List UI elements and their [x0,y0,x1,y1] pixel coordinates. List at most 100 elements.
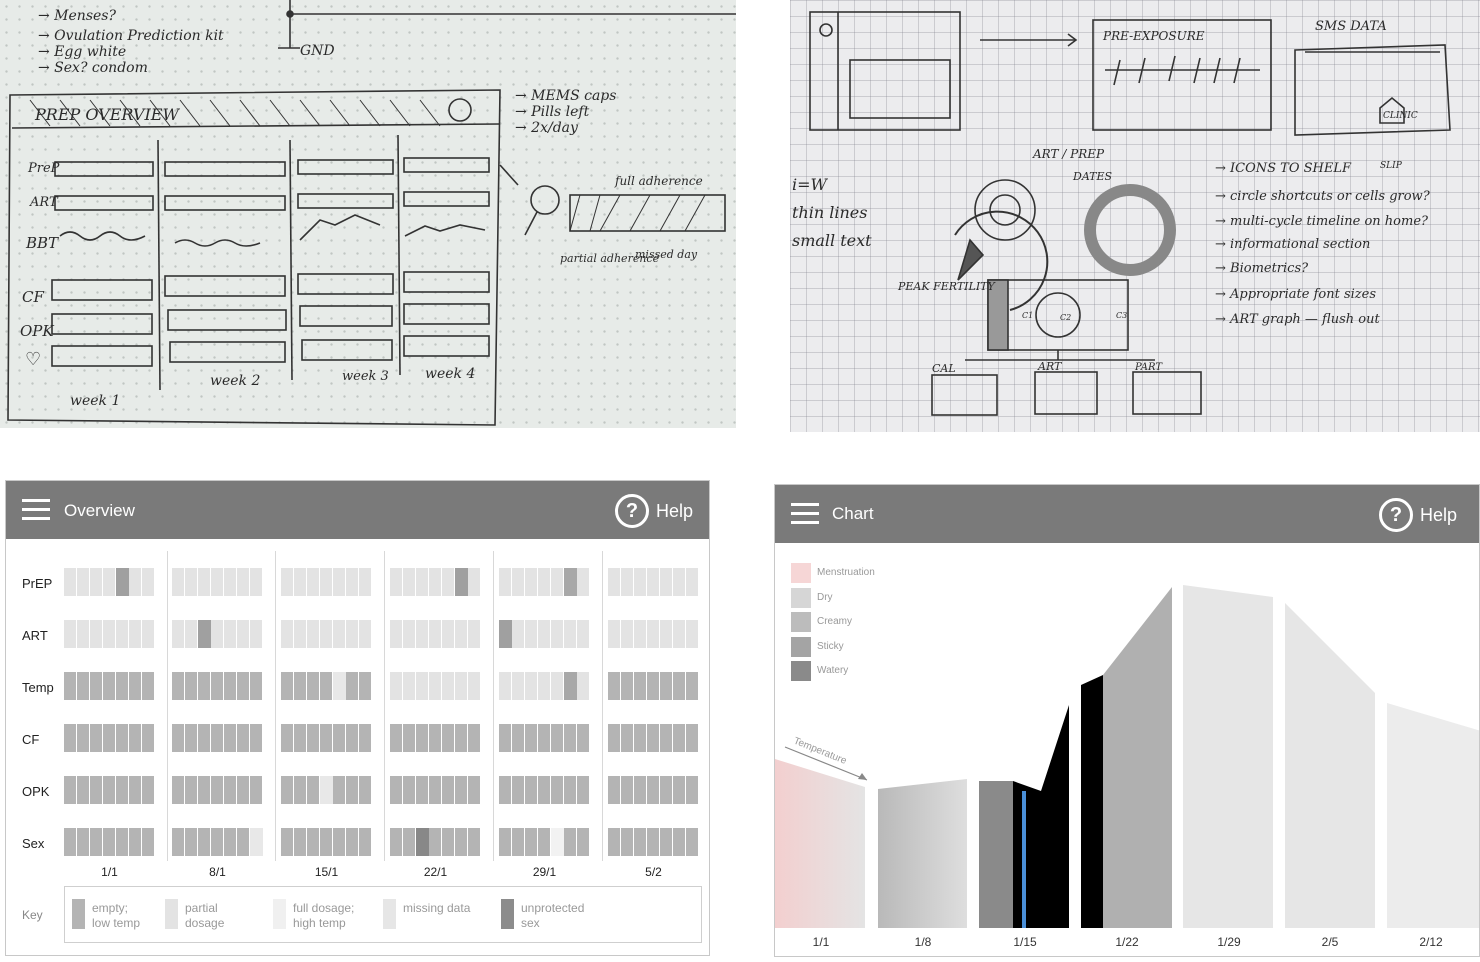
week-cell[interactable] [172,568,263,596]
chart-date-label: 1/29 [1217,935,1241,949]
help-circle-icon[interactable]: ? [1379,498,1413,532]
week-cell[interactable] [390,724,481,752]
sketch-note-egg-white: → Egg white [38,44,126,60]
help-link[interactable]: Help [1420,505,1458,525]
week-cell[interactable] [172,672,263,700]
sketch-note-sex: → Sex? condom [38,60,148,76]
overview-title: Overview [64,501,135,520]
week-cell[interactable] [608,828,699,856]
sketch-circle-c2: C2 [1060,313,1071,322]
week-cell[interactable] [281,568,372,596]
sketch-week-1: week 1 [70,393,120,409]
sketch-peak-fertility: PEAK FERTILITY [897,280,997,293]
sketch-flow-drawing: PRE-EXPOSURE SMS DATA CLINIC SLIP ART / … [792,11,1451,416]
chart-date-label: 1/15 [1013,935,1037,949]
week-date-label: 22/1 [423,865,448,879]
sketch-clinic: CLINIC [1383,111,1418,121]
help-circle-icon[interactable]: ? [615,494,649,528]
key-label-line: unprotected [521,901,585,915]
day-mark [551,828,564,856]
help-link[interactable]: Help [656,501,694,521]
week-cell[interactable] [499,828,590,856]
sketch-list-2: → circle shortcuts or cells grow? [1215,189,1431,204]
week-cell[interactable] [172,724,263,752]
week-cell[interactable] [172,828,263,856]
week-cell[interactable] [281,724,372,752]
row-label-temp: Temp [22,680,54,695]
row-label-cf: CF [22,732,40,747]
week-cell[interactable] [608,776,699,804]
sketch-circle-c1: C1 [1022,311,1033,320]
chart-segment-4b [1103,587,1172,928]
week-cell[interactable] [281,828,372,856]
hamburger-menu-icon[interactable] [791,503,821,525]
week-date-label: 1/1 [101,865,118,879]
week-cell[interactable] [608,620,699,648]
day-mark [320,776,333,804]
week-separator [275,551,276,861]
week-cell[interactable] [64,568,155,596]
week-cell[interactable] [172,620,263,648]
legend-swatch [791,661,811,681]
sketch-row-prep: PreP [27,161,60,176]
day-mark [198,620,211,648]
key-label: full dosage;high temp [293,901,383,931]
row-label-opk: OPK [22,784,50,799]
chart-segment-4a [1081,675,1103,928]
temperature-arrow [784,746,868,781]
key-label: missing data [403,901,493,916]
week-cell[interactable] [608,568,699,596]
legend-swatch [791,563,811,583]
sketch-title: PREP OVERVIEW [34,105,180,124]
sketch-row-heart: ♡ [25,349,41,370]
key-swatch [165,899,178,929]
week-cell[interactable] [64,776,155,804]
chart-segment-3a [979,781,1013,928]
week-separator [384,551,385,861]
sketch-note-mems: → MEMS caps [515,88,616,104]
week-date-label: 8/1 [209,865,226,879]
sketch-week-4: week 4 [425,366,475,382]
week-cell[interactable] [390,620,481,648]
week-date-label: 15/1 [314,865,339,879]
week-cell[interactable] [172,776,263,804]
day-mark [250,828,263,856]
week-cell[interactable] [64,620,155,648]
week-cell[interactable] [281,672,372,700]
week-separator [493,551,494,861]
key-swatch [273,899,286,929]
sketch-circle-c3: C3 [1116,311,1127,320]
week-cell[interactable] [608,672,699,700]
sketch-list-3: → multi-cycle timeline on home? [1215,214,1429,229]
week-cell[interactable] [281,620,372,648]
key-label-line: partial [185,901,218,915]
week-separator [167,551,168,861]
sketch-note-ovulation: → Ovulation Prediction kit [38,28,224,44]
week-cell[interactable] [499,776,590,804]
sketch-left-note-1: i=W [792,175,829,194]
sketch-note-menses: → Menses? [38,8,116,24]
day-mark [499,620,512,648]
sketch-row-bbt: BBT [25,234,59,252]
hamburger-menu-icon[interactable] [22,499,52,521]
sketch-list-7: → ART graph — flush out [1215,312,1380,327]
week-cell[interactable] [499,620,590,648]
sketch-dates: DATES [1072,170,1113,183]
week-cell[interactable] [64,672,155,700]
week-cell[interactable] [390,672,481,700]
row-label-sex: Sex [22,836,45,851]
key-swatch [72,899,85,929]
week-cell[interactable] [64,828,155,856]
week-cell[interactable] [499,724,590,752]
week-cell[interactable] [64,724,155,752]
key-label-line: sex [521,916,540,930]
week-cell[interactable] [608,724,699,752]
sketch-row-opk: OPK [20,322,54,340]
key-label: empty;low temp [92,901,182,931]
week-cell[interactable] [390,828,481,856]
sketch-art-prep: ART / PREP [1032,147,1105,161]
week-cell[interactable] [390,776,481,804]
